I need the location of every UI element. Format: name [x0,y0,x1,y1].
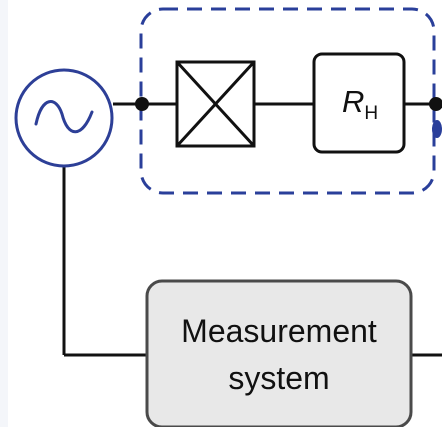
junction-node-left [135,97,149,111]
ac-source [14,68,114,168]
measurement-label-line2: system [228,360,329,396]
resistor-box [312,52,406,154]
terminal-node-right-blue [432,120,442,138]
left-edge-strip [0,0,8,427]
crossed-box-element [175,60,256,148]
junction-node-right [429,97,442,111]
measurement-box [145,279,413,427]
measurement-system-block: Measurement system [145,279,413,427]
resistor-label: RH [342,84,378,124]
crossed-box-diagonal-2 [175,60,256,148]
sine-wave-icon [34,100,94,134]
resistor-rh: RH [312,52,406,154]
resistor-symbol: R [342,84,364,119]
measurement-label-line1: Measurement [181,313,377,349]
resistor-subscript: H [364,103,378,124]
dashed-group-boundary [139,7,436,195]
